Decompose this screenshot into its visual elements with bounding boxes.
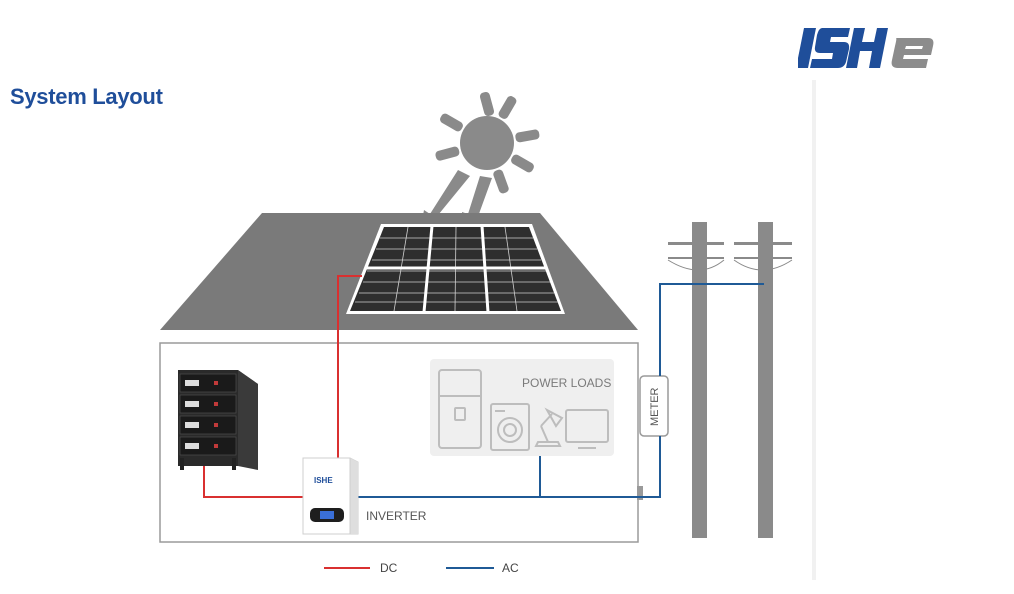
battery-rack-icon <box>178 370 258 470</box>
dc-wiring <box>203 275 362 498</box>
legend: DC AC <box>324 561 519 575</box>
ac-wiring <box>356 283 764 498</box>
meter-icon: METER <box>639 375 669 437</box>
monitor-icon <box>565 409 609 449</box>
ishe-logo <box>798 28 934 68</box>
desk-lamp-icon <box>534 407 564 447</box>
page-title: System Layout <box>10 84 163 109</box>
sun-icon <box>420 92 540 234</box>
inverter-icon: ISHE <box>302 457 359 535</box>
power-loads-label: POWER LOADS <box>522 376 611 390</box>
washing-machine-icon <box>490 403 530 451</box>
solar-panel-icon <box>346 224 565 314</box>
power-loads-panel <box>430 359 614 456</box>
meter-label: METER <box>649 387 661 426</box>
legend-ac-label: AC <box>502 561 519 575</box>
inverter-label: INVERTER <box>366 509 427 523</box>
svg-text:ISHE: ISHE <box>314 476 333 485</box>
legend-dc-label: DC <box>380 561 398 575</box>
utility-pole-icon <box>667 222 793 538</box>
refrigerator-icon <box>438 369 482 449</box>
